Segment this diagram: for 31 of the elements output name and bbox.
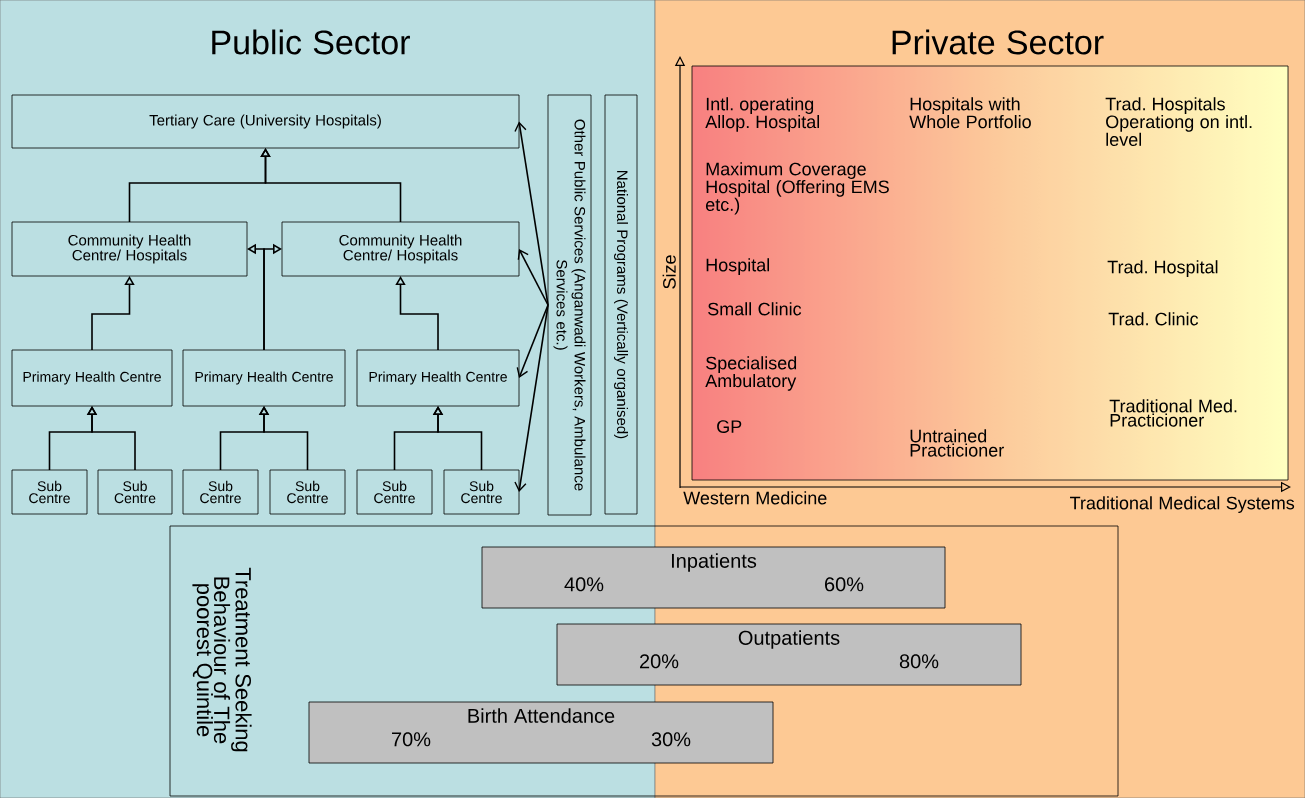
arrow [516,304,549,378]
care-level-box: Sub Centre [11,469,88,515]
program-box: Other Public Services (Anganwadi Workers, Ambulance Services etc.) [547,94,592,516]
care-level-box: Tertiary Care (University Hospitals) [11,94,520,149]
arrow [260,148,402,223]
care-level-box: Primary Health Centre [356,349,520,407]
care-level-box: Primary Health Centre [182,349,346,407]
care-level-box: Sub Centre [97,469,173,515]
axis-label: Size [662,255,676,289]
care-level-box: Sub Centre [182,469,259,515]
care-level-box: Primary Health Centre [11,349,173,407]
arrow [514,121,549,306]
program-box: National Programs (Vertically organised) [604,94,638,515]
share-bar: Outpatients 20% 80% [556,623,1022,686]
arrow [395,276,439,351]
share-bar: Birth Attendance 70% 30% [308,701,774,764]
care-level-box: Community Health Centre/ Hospitals [281,221,520,277]
arrow [263,243,282,351]
arrow [517,249,549,306]
care-level-box: Community Health Centre/ Hospitals [11,221,248,277]
axis-label: Western Medicine [683,491,827,505]
share-bar: Inpatients 40% 60% [481,546,946,609]
arrow [91,276,135,351]
arrow [432,406,483,471]
care-level-box: Sub Centre [356,469,433,515]
arrow [258,406,309,471]
arrow [86,406,136,471]
category-field: Intl. operating Allop. Hospital Maximum Coverage Hospital (Offering EMS etc.) Hospital Small Clinic Specialised Ambulatory GP Hospitals with Whole Portfolio Untrained Practicioner Trad. Hospitals Operationg on intl. level Trad. Hospital Trad. Clinic Traditional Med. Practicioner [691,65,1289,481]
care-level-box: Sub Centre [269,469,346,515]
arrow [514,304,549,492]
care-level-box: Sub Centre [443,469,520,515]
